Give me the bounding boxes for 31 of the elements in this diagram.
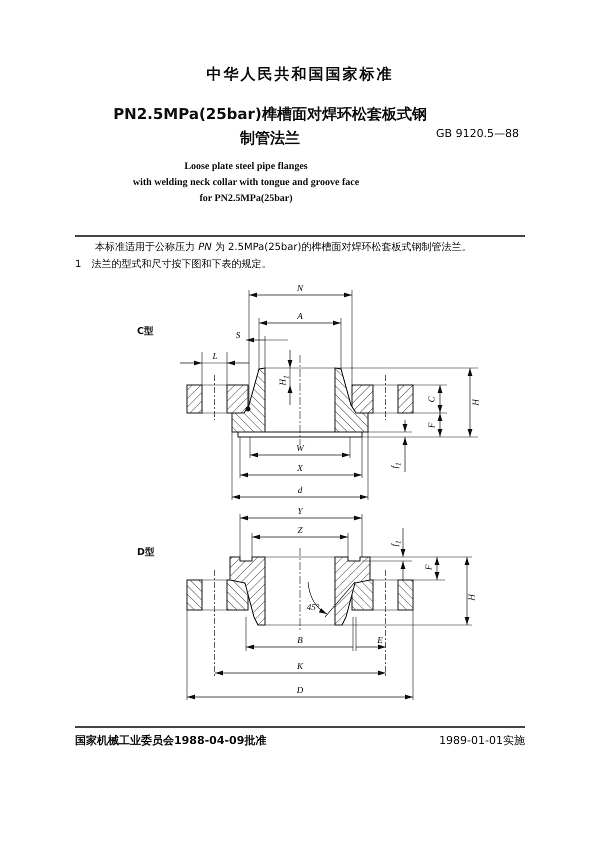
dimension-label: N: [297, 283, 303, 294]
english-title-line: for PN2.5MPa(25bar): [199, 193, 293, 205]
implementation-date: 1989-01-01实施: [439, 734, 525, 748]
title-text: PN2.5MPa(25bar)榫槽面对焊环松套板式钢制管法兰: [112, 104, 428, 149]
dimension-label: Z: [298, 525, 302, 536]
dimension-label: A: [297, 311, 303, 322]
dimension-label: H: [466, 594, 478, 601]
dimension-label: H: [470, 399, 482, 406]
clause-text: 1 法兰的型式和尺寸按下图和下表的规定。: [75, 259, 272, 271]
dimension-label: L: [212, 351, 218, 362]
dimension-label: B: [297, 635, 303, 646]
type-label: C型: [137, 326, 154, 338]
header-text: 中华人民共和国国家标准: [206, 65, 394, 83]
dimension-label: d: [298, 485, 302, 496]
standard-number: GB 9120.5—88: [436, 127, 520, 140]
dimension-label: W: [296, 443, 304, 454]
dimension-label: S: [236, 330, 240, 341]
dimension-label: F: [424, 564, 434, 570]
dimension-label: D: [296, 685, 304, 696]
dimension-label: Y: [298, 506, 302, 517]
dimension-label: F: [426, 422, 438, 428]
dimension-label: 45°: [306, 602, 320, 613]
approval-text: 国家机械工业委员会1988-04-09批准: [75, 734, 266, 748]
dimension-label: X: [297, 463, 303, 474]
dimension-label: E: [377, 635, 383, 646]
english-title-line: with welding neck collar with tongue and groove face: [132, 177, 360, 189]
dimension-label: K: [297, 661, 303, 672]
type-label: D型: [137, 547, 155, 558]
english-title-line: Loose plate steel pipe flanges: [184, 161, 308, 173]
dimension-label: C: [426, 396, 438, 402]
scope-paragraph: 本标准适用于公称压力 PN 为 2.5MPa(25bar)的榫槽面对焊环松套板式钢制管法兰。: [95, 242, 472, 254]
